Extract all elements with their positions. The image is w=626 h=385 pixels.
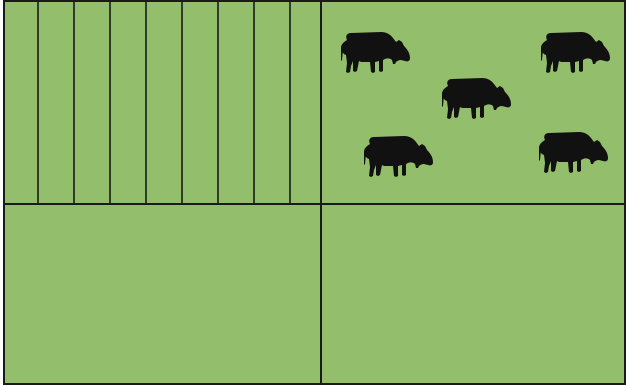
field-background <box>4 1 625 384</box>
